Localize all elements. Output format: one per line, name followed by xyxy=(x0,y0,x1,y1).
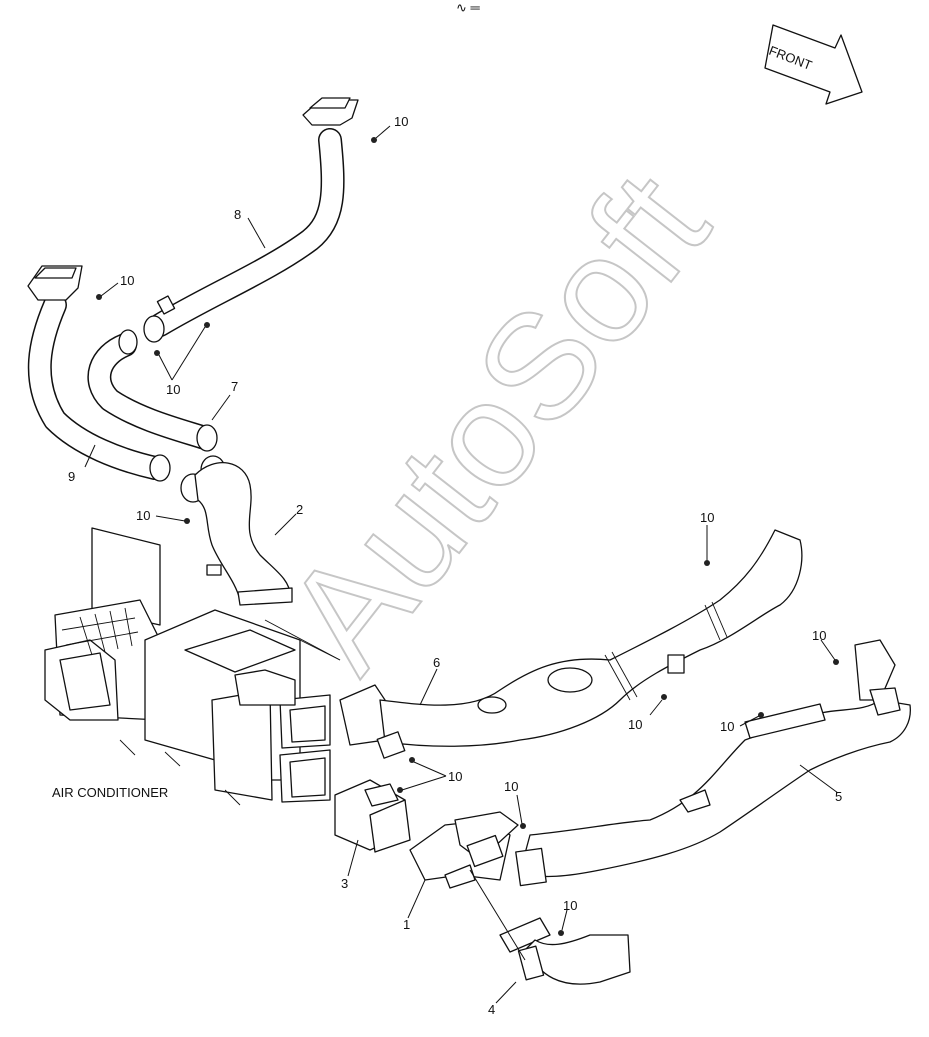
duct-8 xyxy=(143,97,359,343)
junction-duct-2 xyxy=(180,455,293,606)
bolt-icon xyxy=(397,787,403,793)
bolt-icon xyxy=(704,560,710,566)
bolt-icon xyxy=(154,350,160,356)
header-mark: ∿ ═ xyxy=(456,0,481,15)
callout-10: 10 xyxy=(136,508,150,523)
bolt-icon xyxy=(204,322,210,328)
duct-5 xyxy=(515,639,911,887)
bolt-icon xyxy=(558,930,564,936)
bolt-icon xyxy=(184,518,190,524)
bolt-icon xyxy=(409,757,415,763)
bolt-icon xyxy=(371,137,377,143)
callout-10: 10 xyxy=(720,719,734,734)
duct-9 xyxy=(27,265,171,482)
bolt-icon xyxy=(833,659,839,665)
callout-10: 10 xyxy=(166,382,180,397)
part-1 xyxy=(409,811,519,889)
leader-lines xyxy=(84,125,839,1004)
part-3 xyxy=(334,779,411,853)
bolts xyxy=(96,137,839,936)
callout-5: 5 xyxy=(835,789,842,804)
duct-6 xyxy=(339,529,803,759)
callout-10: 10 xyxy=(700,510,714,525)
callout-9: 9 xyxy=(68,469,75,484)
callout-10: 10 xyxy=(563,898,577,913)
part-4 xyxy=(499,917,631,985)
duct-7 xyxy=(87,329,218,452)
callout-10: 10 xyxy=(448,769,462,784)
callout-3: 3 xyxy=(341,876,348,891)
bolt-icon xyxy=(520,823,526,829)
callout-2: 2 xyxy=(296,502,303,517)
callout-10: 10 xyxy=(120,273,134,288)
callout-1: 1 xyxy=(403,917,410,932)
callout-10: 10 xyxy=(394,114,408,129)
callout-8: 8 xyxy=(234,207,241,222)
front-arrow: FRONT xyxy=(764,24,863,105)
bolt-icon xyxy=(661,694,667,700)
callout-10: 10 xyxy=(812,628,826,643)
callout-6: 6 xyxy=(433,655,440,670)
callout-7: 7 xyxy=(231,379,238,394)
air-conditioner-unit xyxy=(44,527,341,806)
bolt-icon xyxy=(96,294,102,300)
bolt-icon xyxy=(758,712,764,718)
callout-4: 4 xyxy=(488,1002,495,1017)
air-conditioner-label: AIR CONDITIONER xyxy=(52,785,168,800)
callout-10: 10 xyxy=(504,779,518,794)
callout-10: 10 xyxy=(628,717,642,732)
